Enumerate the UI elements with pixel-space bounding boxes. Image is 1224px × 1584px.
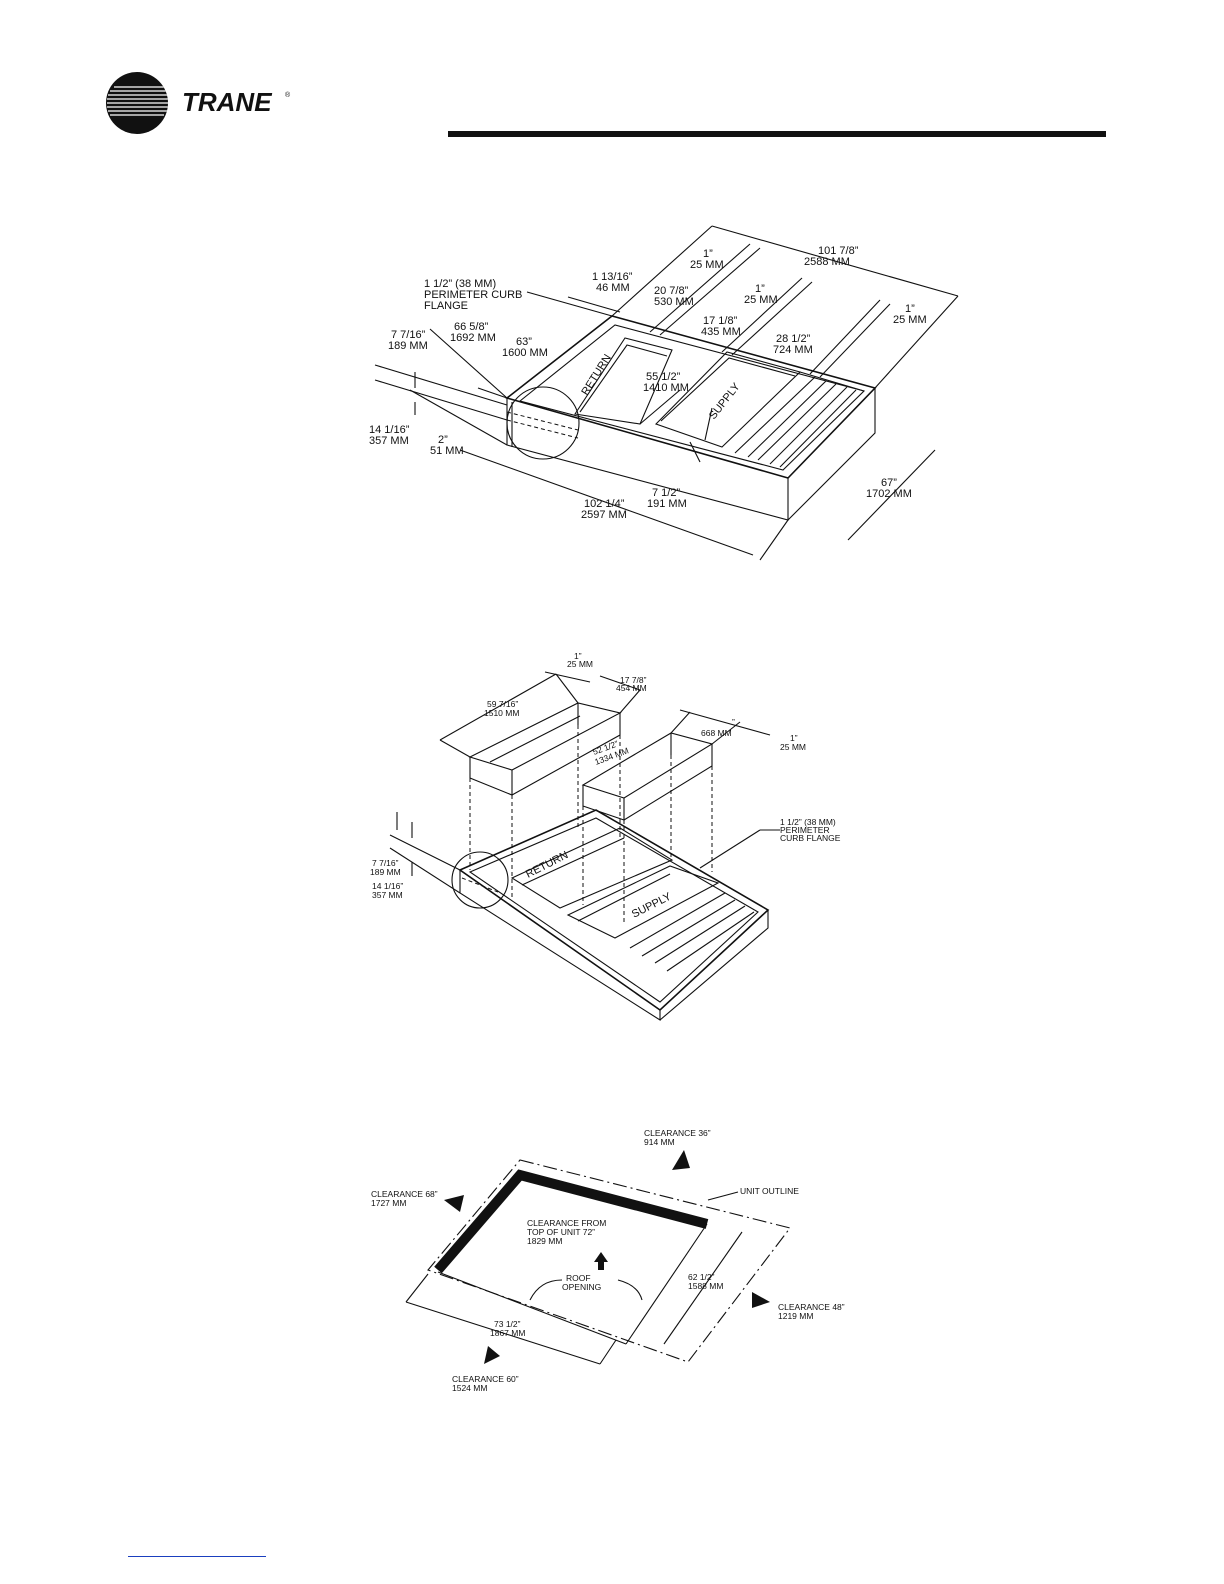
supply-label: SUPPLY [707,380,743,421]
dim-62-12-mm: 1588 MM [688,1281,723,1291]
clearance-bottom-mm: 1524 MM [452,1383,487,1393]
adapter-flange-2: PERIMETER [780,825,830,835]
clearance-bottom: CLEARANCE 60” [452,1374,519,1384]
dim-1-c-mm: 25 MM [893,314,927,326]
dim-63: 63” [516,336,532,348]
dim-1-c: 1” [905,303,915,315]
clearance-left: CLEARANCE 68” [371,1189,438,1199]
flange-label-1: 1 1/2” (38 MM) [424,278,496,290]
clearance-labels: CLEARANCE 36” 914 MM UNIT OUTLINE CLEARA… [371,1128,845,1393]
adapter-dim-1-right: 1” [790,733,798,743]
adapter-dim-668-quote: ” [732,717,735,727]
clearance-left-mm: 1727 MM [371,1198,406,1208]
arrow-top-icon [672,1150,690,1170]
header-rule [448,131,1106,137]
dim-66-58: 66 5/8” [454,321,489,333]
footer-link-underline[interactable] [128,1556,266,1557]
arrow-bottom-icon [484,1346,500,1364]
dim-28-12: 28 1/2” [776,333,811,345]
adapter-dim-59-716-mm: 1510 MM [484,708,519,718]
dim-20-78: 20 7/8” [654,285,689,297]
adapter-dim-14-116-mm: 357 MM [372,890,403,900]
dim-63-mm: 1600 MM [502,347,548,359]
dim-55-12: 55 1/2” [646,371,681,383]
clearance-right: CLEARANCE 48” [778,1302,845,1312]
adapter-dim-7-716: 7 7/16” [372,858,399,868]
adapter-return-label: RETURN [524,849,570,881]
adapter-supply-label: SUPPLY [630,890,674,920]
dim-102-14: 102 1/4” [584,498,625,510]
dim-28-12-mm: 724 MM [773,344,813,356]
clearance-from-2: TOP OF UNIT 72” [527,1227,595,1237]
dim-67-mm: 1702 MM [866,488,912,500]
figure-clearance: CLEARANCE 36” 914 MM UNIT OUTLINE CLEARA… [371,1128,845,1393]
adapter-dim-7-716-mm: 189 MM [370,867,401,877]
dimension-labels: 101 7/8” 2588 MM 1” 25 MM 1 13/16” 46 MM… [369,245,927,521]
dim-2: 2” [438,434,448,446]
arrow-left-icon [444,1195,464,1212]
dim-1-13-16: 1 13/16” [592,271,633,283]
registered-mark: ® [285,91,291,99]
dim-17-18: 17 1/8” [703,315,738,327]
clearance-top: CLEARANCE 36” [644,1128,711,1138]
dim-7-716-mm: 189 MM [388,340,428,352]
clearance-right-mm: 1219 MM [778,1311,813,1321]
dimension-lines [374,225,959,561]
dim-14-116: 14 1/16” [369,424,410,436]
adapter-dim-59-716: 59 7/16” [487,699,518,709]
dim-20-78-mm: 530 MM [654,296,694,308]
dim-101-78: 101 7/8” [818,245,859,257]
dim-102-14-mm: 2597 MM [581,509,627,521]
adapter-flange-3: CURB FLANGE [780,833,841,843]
adapter-flange-1: 1 1/2” (38 MM) [780,817,836,827]
dim-66-58-mm: 1692 MM [450,332,496,344]
dim-101-78-mm: 2588 MM [804,256,850,268]
dim-7-12-mm: 191 MM [647,498,687,510]
figure-duct-adapter: 1” 25 MM 17 7/8” 454 MM 59 7/16” 1510 MM… [370,651,841,1022]
arrow-right-icon [752,1292,770,1308]
dim-1-13-16-mm: 46 MM [596,282,630,294]
adapter-dim-17-78: 17 7/8” [620,675,647,685]
dim-1-a: 1” [703,248,713,260]
clearance-top-mm: 914 MM [644,1137,675,1147]
trane-logo: TRANE ® [106,72,291,134]
dim-55-12-mm: 1410 MM [643,382,689,394]
clearance-drawing [405,1159,791,1365]
return-label: RETURN [579,352,613,397]
dim-73-12: 73 1/2” [494,1319,521,1329]
flange-label-2: PERIMETER CURB [424,289,522,301]
clearance-from-3: 1829 MM [527,1236,562,1246]
roof-opening-1: ROOF [566,1273,591,1283]
dim-7-716: 7 7/16” [391,329,426,341]
dim-14-116-mm: 357 MM [369,435,409,447]
adapter-dim-1-mm: 25 MM [567,659,593,669]
adapter-dim-1-right-mm: 25 MM [780,742,806,752]
dim-2-mm: 51 MM [430,445,464,457]
dim-1-b-mm: 25 MM [744,294,778,306]
flange-label-3: FLANGE [424,300,468,312]
dim-1-b: 1” [755,283,765,295]
clearance-from-1: CLEARANCE FROM [527,1218,606,1228]
adapter-dimension-lines [389,671,780,894]
adapter-drawing [451,702,770,1022]
adapter-dim-1: 1” [574,651,582,661]
figure-curb-dimensions: 101 7/8” 2588 MM 1” 25 MM 1 13/16” 46 MM… [369,225,959,561]
adapter-dim-668: 668 MM [701,728,732,738]
dim-62-12: 62 1/2” [688,1272,715,1282]
arrow-up-icon [594,1252,608,1270]
dim-73-12-mm: 1867 MM [490,1328,525,1338]
dim-1-a-mm: 25 MM [690,259,724,271]
dim-67: 67” [881,477,897,489]
brand-name: TRANE [182,87,272,117]
clearance-arrows[interactable] [444,1150,770,1364]
dim-7-12: 7 1/2” [652,487,680,499]
roof-opening-2: OPENING [562,1282,601,1292]
unit-outline-label: UNIT OUTLINE [740,1186,799,1196]
curb-drawing [505,315,877,521]
adapter-dim-14-116: 14 1/16” [372,881,403,891]
dim-17-18-mm: 435 MM [701,326,741,338]
adapter-dim-17-78-mm: 454 MM [616,683,647,693]
